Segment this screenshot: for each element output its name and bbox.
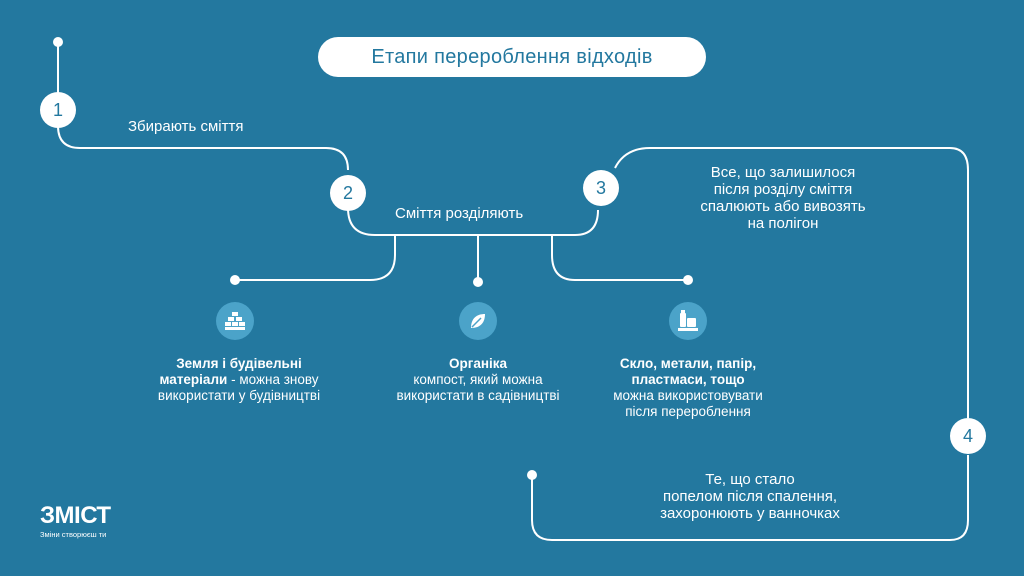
category-recyclables: Скло, метали, папір, пластмаси, тощо мож… bbox=[613, 356, 763, 419]
logo-tagline: Зміни створюєш ти bbox=[40, 530, 107, 539]
category-construction: Земля і будівельні матеріали - можна зно… bbox=[157, 356, 321, 403]
page-title: Етапи перероблення відходів bbox=[318, 37, 706, 77]
step-4-marker: 4 bbox=[950, 418, 986, 454]
brand-logo: ЗМІСТ Зміни створюєш ти bbox=[40, 502, 111, 540]
step-1-text: Збирають сміття bbox=[128, 118, 244, 135]
step-3-text: Все, що залишилося після розділу сміття … bbox=[700, 164, 866, 232]
bricks-icon bbox=[216, 302, 254, 340]
step-2-text: Сміття розділяють bbox=[395, 205, 524, 222]
step-1-marker: 1 bbox=[40, 92, 76, 128]
category-organic: Органіка компост, який можна використати… bbox=[396, 356, 560, 403]
step-2-marker: 2 bbox=[330, 175, 366, 211]
step-3-marker: 3 bbox=[583, 170, 619, 206]
recycle-bin-icon bbox=[669, 302, 707, 340]
logo-mark: ЗМІСТ bbox=[40, 502, 111, 529]
leaf-icon bbox=[459, 302, 497, 340]
step-4-text: Те, що стало попелом після спалення, зах… bbox=[660, 471, 840, 522]
